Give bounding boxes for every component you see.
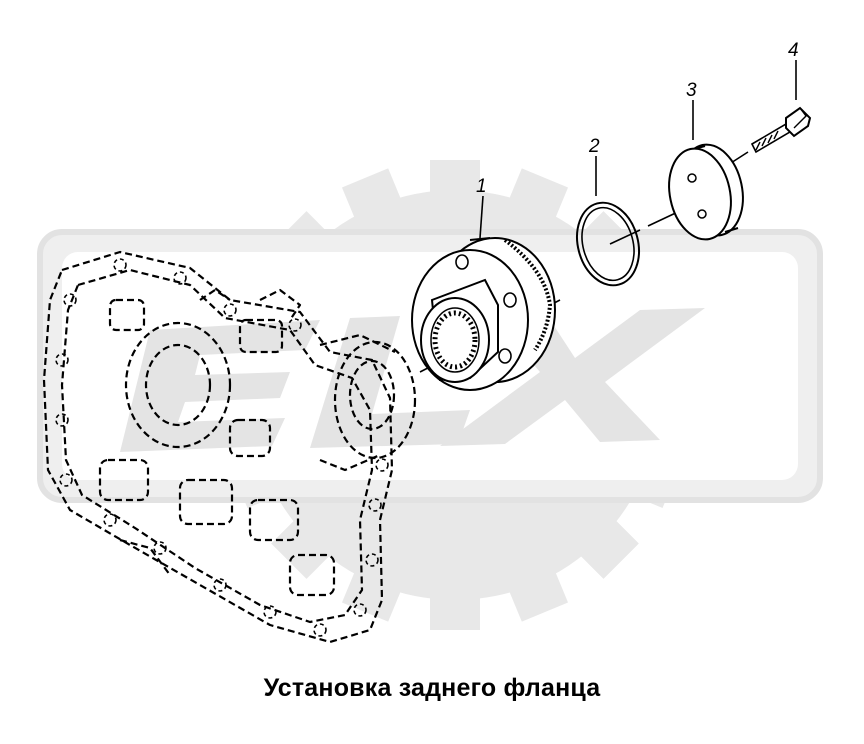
flange — [411, 237, 556, 391]
leader-lines — [479, 60, 797, 239]
bolt — [750, 106, 812, 154]
leader-1 — [479, 195, 484, 239]
o-ring — [576, 201, 640, 287]
gearbox-housing — [42, 250, 417, 644]
diagram-caption: Установка заднего фланца — [263, 674, 601, 702]
watermark-text — [120, 308, 705, 452]
part-number-1: 1 — [476, 176, 487, 197]
part-number-4: 4 — [788, 40, 799, 61]
washer — [668, 143, 744, 241]
part-number-2: 2 — [588, 136, 600, 157]
part-number-3: 3 — [686, 80, 697, 101]
